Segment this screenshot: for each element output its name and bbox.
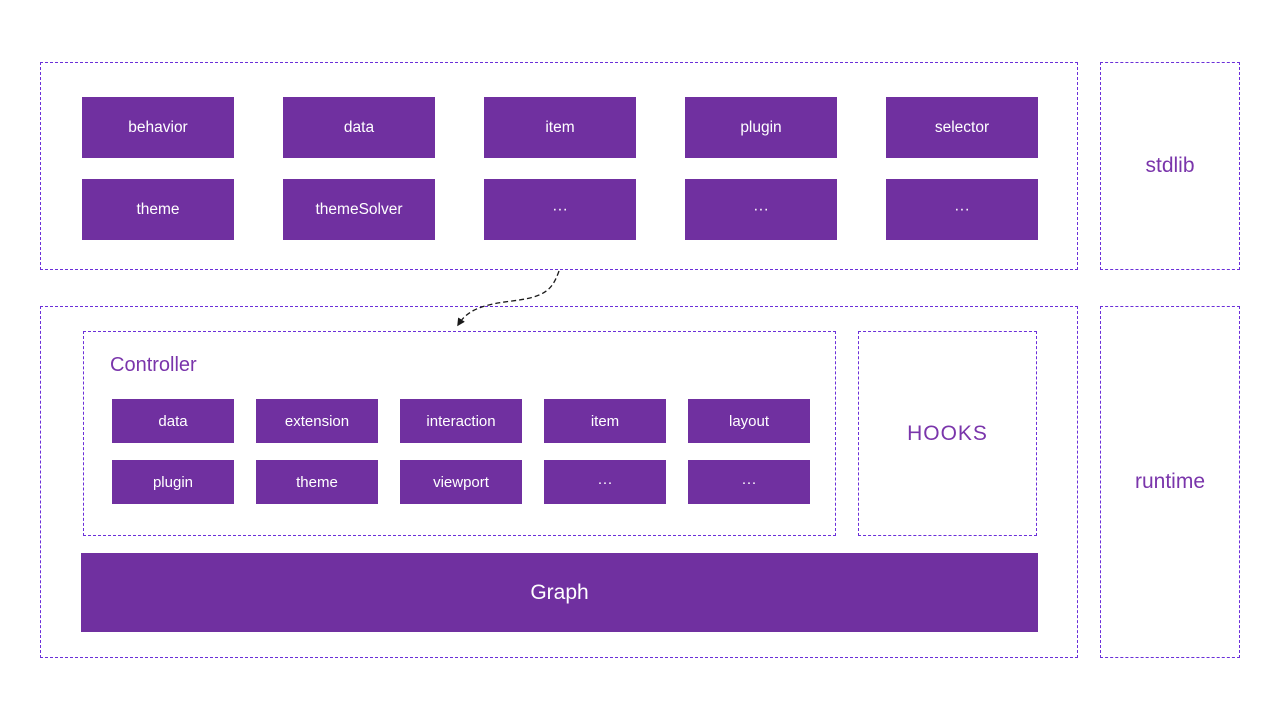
graph-label: Graph	[530, 580, 589, 604]
controller-container: Controller data extension interaction it…	[83, 331, 836, 536]
module-behavior: behavior	[82, 97, 234, 158]
runtime-label-box: runtime	[1100, 306, 1240, 658]
runtime-container: Controller data extension interaction it…	[40, 306, 1078, 658]
module-ellipsis: ···	[688, 460, 810, 504]
module-ellipsis: ···	[544, 460, 666, 504]
hooks-label: HOOKS	[907, 421, 988, 445]
module-ellipsis: ···	[685, 179, 837, 240]
module-selector: selector	[886, 97, 1038, 158]
module-theme: theme	[256, 460, 378, 504]
module-item: item	[484, 97, 636, 158]
stdlib-modules-container: behavior data item plugin selector theme…	[40, 62, 1078, 270]
graph-box: Graph	[81, 553, 1038, 632]
module-plugin: plugin	[112, 460, 234, 504]
stdlib-label: stdlib	[1145, 154, 1195, 177]
module-extension: extension	[256, 399, 378, 443]
hooks-box: HOOKS	[858, 331, 1037, 536]
stdlib-label-box: stdlib	[1100, 62, 1240, 270]
module-ellipsis: ···	[484, 179, 636, 240]
module-interaction: interaction	[400, 399, 522, 443]
module-viewport: viewport	[400, 460, 522, 504]
module-theme: theme	[82, 179, 234, 240]
controller-title: Controller	[110, 354, 197, 376]
stdlib-modules-grid: behavior data item plugin selector theme…	[82, 97, 1040, 240]
runtime-label: runtime	[1134, 470, 1206, 493]
module-data: data	[283, 97, 435, 158]
module-ellipsis: ···	[886, 179, 1038, 240]
controller-modules-grid: data extension interaction item layout p…	[112, 399, 812, 504]
module-themesolver: themeSolver	[283, 179, 435, 240]
module-data: data	[112, 399, 234, 443]
module-item: item	[544, 399, 666, 443]
module-layout: layout	[688, 399, 810, 443]
module-plugin: plugin	[685, 97, 837, 158]
